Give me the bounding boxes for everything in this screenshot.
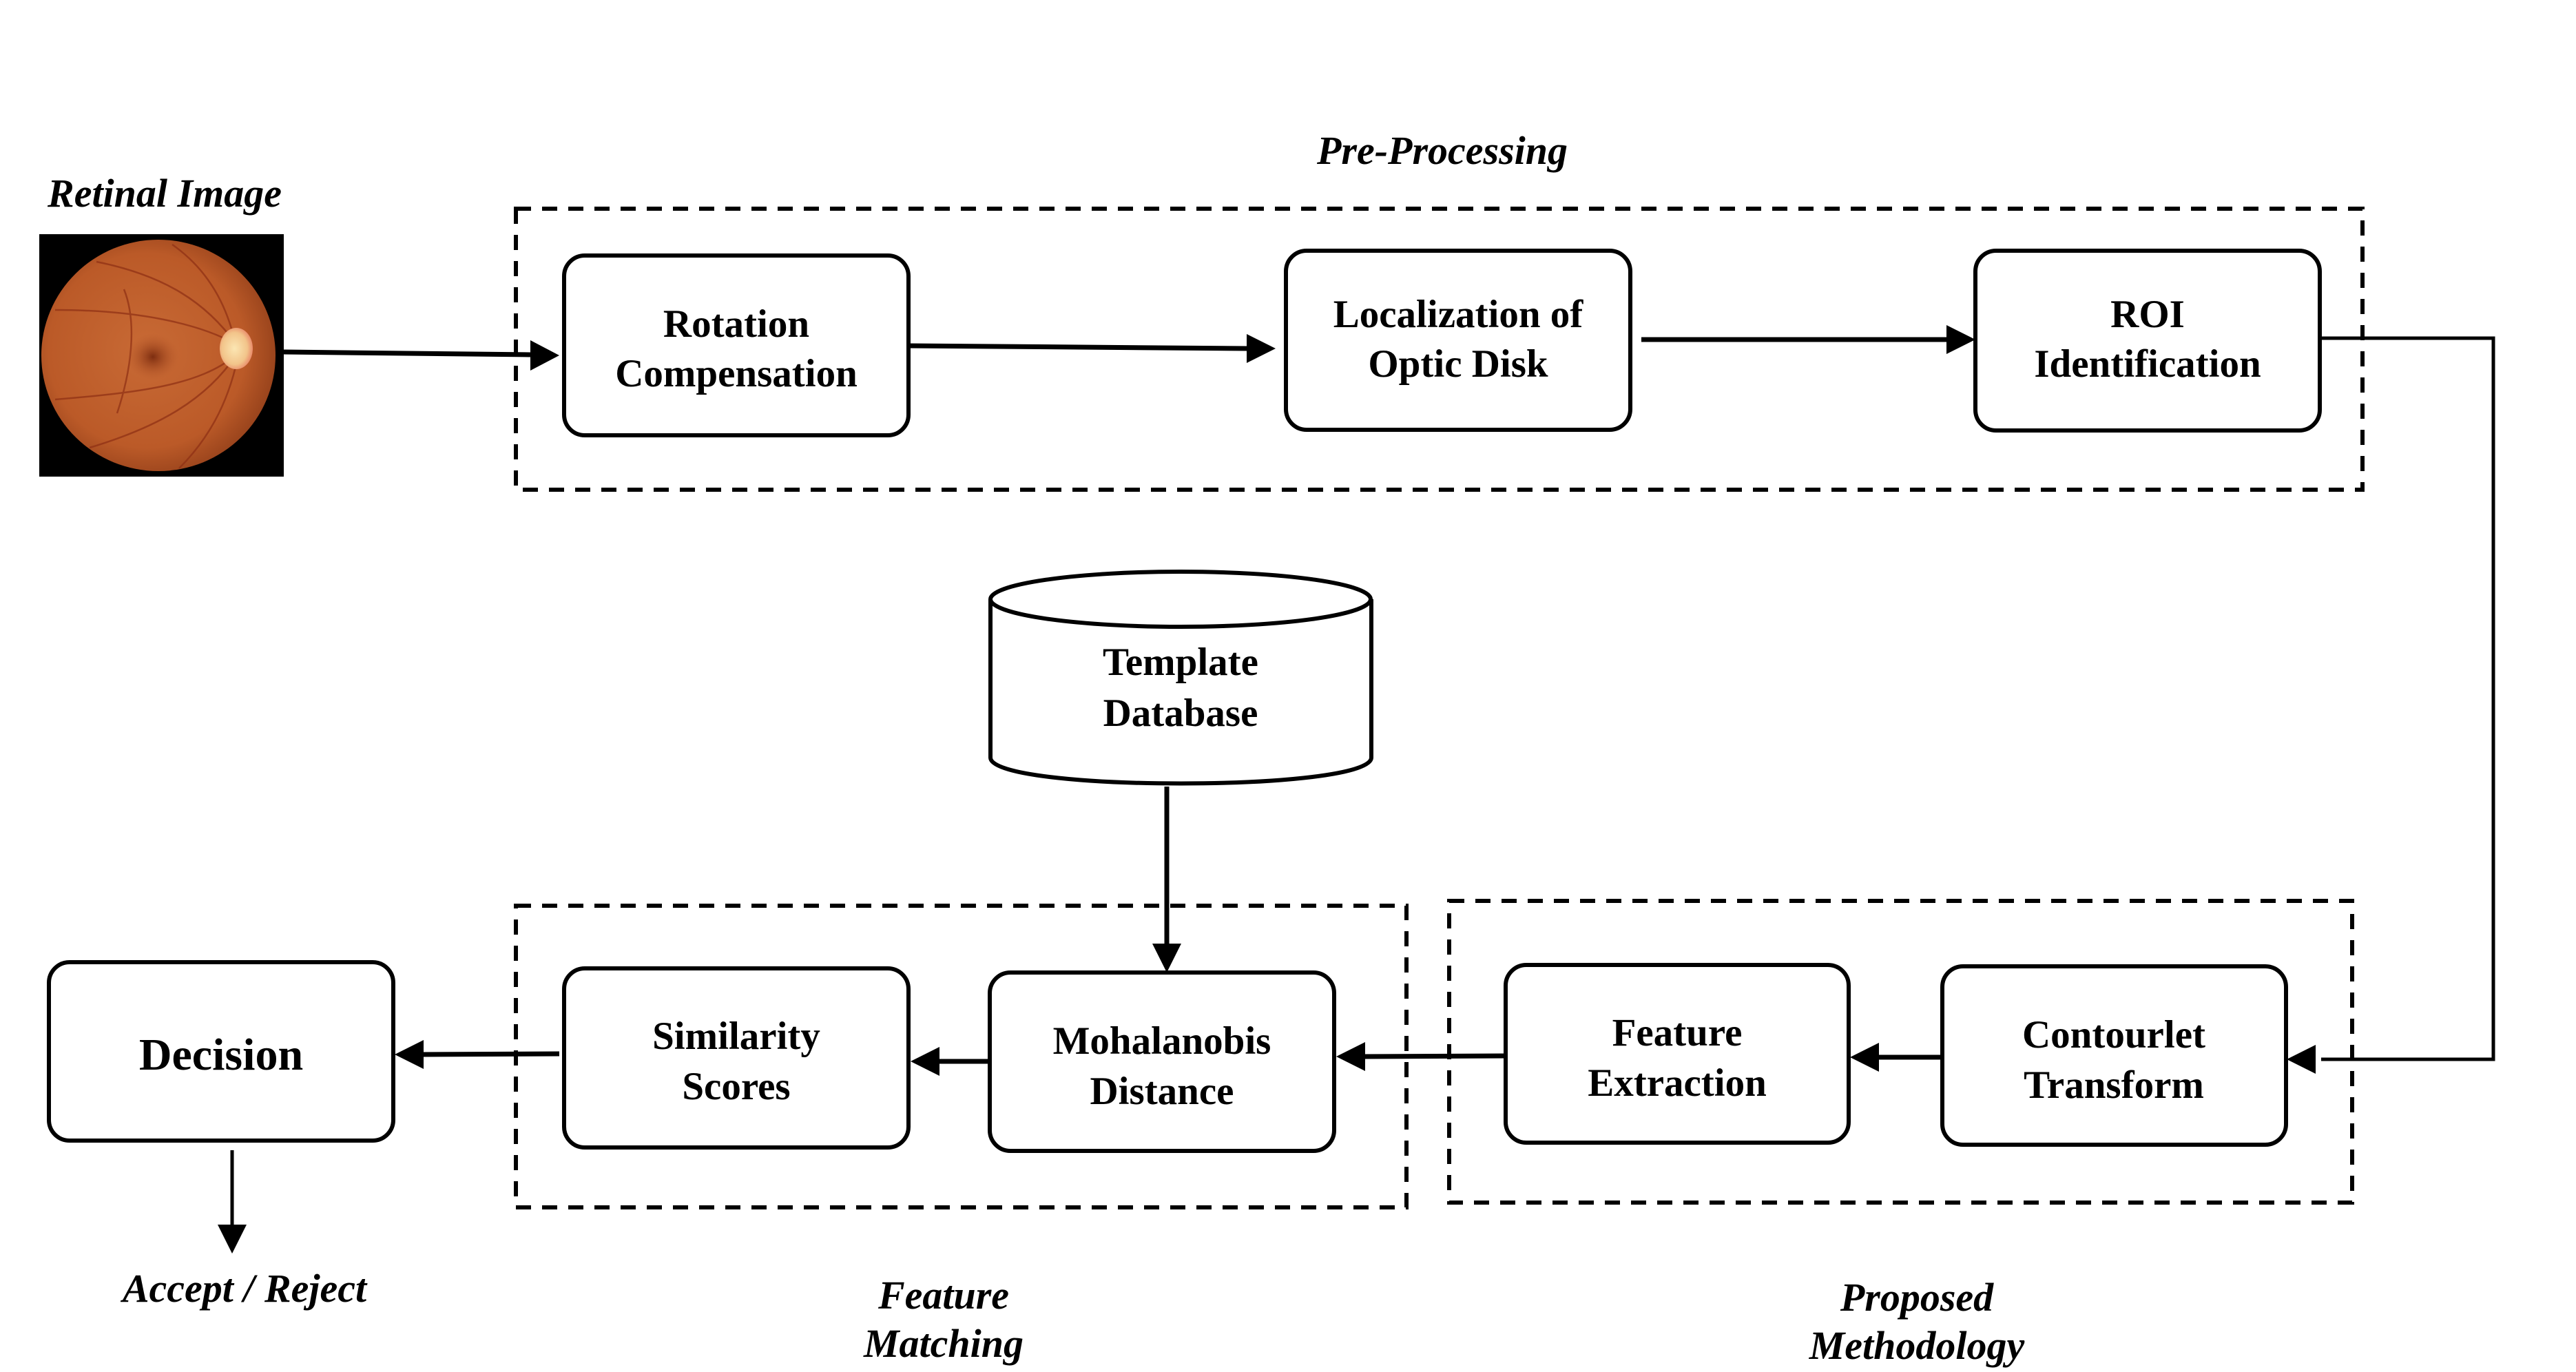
edge-contourlet-to-feature-extraction: [1850, 1043, 1942, 1072]
retinal-image: [39, 234, 284, 477]
mahalanobis-distance-node: Mohalanobis Distance: [988, 970, 1336, 1153]
edge-roi-to-contourlet: [2287, 336, 2495, 1074]
feature-extraction-box: [1504, 963, 1851, 1145]
decision-label: Decision: [139, 1030, 303, 1080]
similarity-scores-line2: Scores: [682, 1065, 790, 1108]
roi-identification-node: ROI Identification: [1973, 249, 2322, 433]
preprocessing-group-label: Pre-Processing: [1316, 128, 1568, 173]
rotation-compensation-box: [562, 253, 911, 437]
database-cylinder-top: [988, 570, 1373, 629]
proposed-methodology-label-line1: Proposed: [1840, 1275, 1994, 1320]
arrowhead-down-icon: [1152, 944, 1181, 973]
mahalanobis-distance-line1: Mohalanobis: [1053, 1019, 1271, 1063]
arrowhead-left-icon: [911, 1047, 939, 1076]
edge-localization-to-roi: [1641, 325, 1975, 354]
feature-matching-label-line1: Feature: [877, 1273, 1009, 1318]
database-cylinder-body: [988, 599, 1373, 786]
proposed-methodology-group: [1447, 899, 2354, 1205]
arrowhead-left-icon: [395, 1040, 424, 1069]
contourlet-transform-node: Contourlet Transform: [1940, 964, 2288, 1147]
contourlet-transform-line2: Transform: [2024, 1063, 2204, 1107]
feature-matching-label-line2: Matching: [863, 1321, 1024, 1366]
decision-node: Decision: [47, 960, 395, 1143]
feature-extraction-line2: Extraction: [1588, 1061, 1767, 1105]
edge-mahalanobis-to-similarity: [911, 1047, 990, 1076]
arrowhead-right-icon: [1946, 325, 1975, 354]
roi-identification-line2: Identification: [2034, 342, 2261, 386]
arrowhead-left-icon: [2287, 1045, 2316, 1074]
edge-line: [283, 349, 531, 357]
fovea: [127, 333, 179, 380]
edge-rotation-to-localization: [908, 334, 1276, 363]
localization-node: Localization of Optic Disk: [1284, 249, 1632, 432]
proposed-methodology-label-line2: Methodology: [1809, 1323, 2025, 1368]
edge-line: [2320, 336, 2495, 1061]
localization-line2: Optic Disk: [1368, 342, 1548, 386]
template-database-line1: Template: [1103, 641, 1258, 684]
rotation-compensation-line1: Rotation: [663, 302, 809, 346]
rotation-compensation-node: Rotation Compensation: [562, 253, 911, 437]
edge-retinal-to-rotation: [283, 340, 559, 371]
similarity-scores-box: [562, 966, 911, 1150]
arrowhead-right-icon: [1247, 334, 1276, 363]
arrowhead-down-icon: [218, 1225, 247, 1254]
preprocessing-group: [514, 207, 2365, 492]
edge-line: [1363, 1053, 1506, 1059]
decision-box: [47, 960, 395, 1143]
accept-reject-label: Accept / Reject: [121, 1266, 368, 1311]
localization-line1: Localization of: [1333, 293, 1584, 336]
feature-extraction-node: Feature Extraction: [1504, 963, 1851, 1145]
optic-disk: [220, 328, 253, 369]
edge-decision-to-output: [218, 1150, 247, 1254]
retinal-image-label: Retinal Image: [47, 171, 282, 216]
similarity-scores-node: Similarity Scores: [562, 966, 911, 1150]
edge-similarity-to-decision: [395, 1040, 560, 1069]
template-database-line2: Database: [1103, 692, 1258, 735]
contourlet-transform-line1: Contourlet: [2022, 1013, 2205, 1057]
arrowhead-right-icon: [530, 340, 559, 371]
rotation-compensation-line2: Compensation: [615, 352, 858, 395]
arrowhead-left-icon: [1336, 1042, 1365, 1071]
template-database-node: Template Database: [988, 570, 1373, 786]
roi-identification-line1: ROI: [2110, 293, 2185, 336]
feature-extraction-line1: Feature: [1612, 1011, 1743, 1054]
arrowhead-left-icon: [1850, 1043, 1879, 1072]
edge-feature-extraction-to-mahalanobis: [1336, 1042, 1506, 1071]
roi-identification-box: [1973, 249, 2322, 433]
localization-box: [1284, 249, 1632, 432]
edge-line: [908, 343, 1249, 351]
similarity-scores-line1: Similarity: [652, 1015, 820, 1058]
feature-matching-group: [514, 904, 1409, 1209]
edge-database-to-mahalanobis: [1152, 787, 1181, 973]
mahalanobis-distance-line2: Distance: [1090, 1070, 1234, 1113]
